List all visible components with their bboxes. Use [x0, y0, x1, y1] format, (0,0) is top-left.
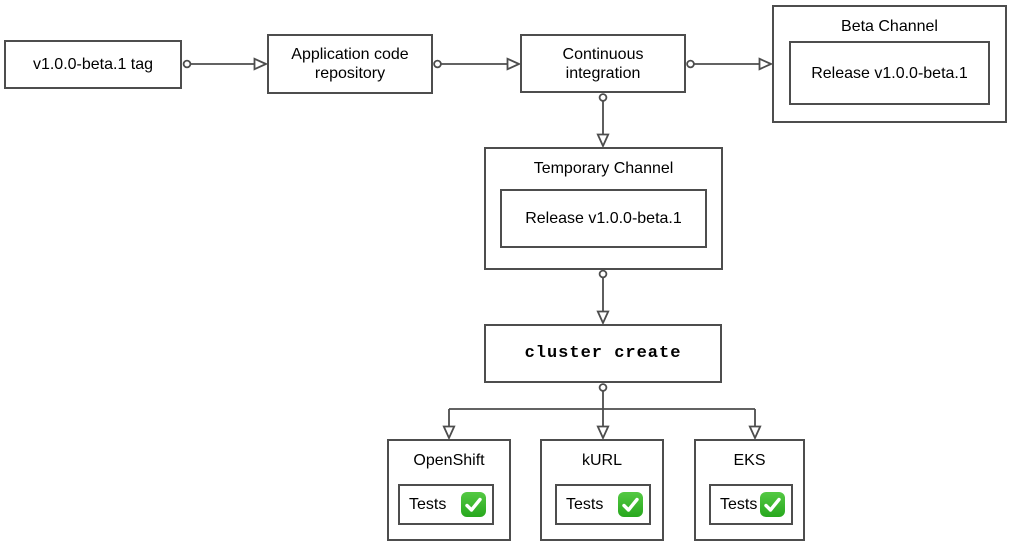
continuous-integration-label: Continuous integration [562, 45, 644, 82]
tests-label: Tests [409, 496, 447, 513]
check-passed-icon [760, 492, 785, 517]
openshift-title: OpenShift [413, 452, 485, 469]
node-app-repository: Application code repository [267, 34, 433, 94]
edge-repo-to-ci [433, 57, 522, 71]
temporary-channel-title: Temporary Channel [533, 160, 674, 177]
edge-ci-to-temp [596, 93, 610, 149]
temporary-release-label: Release v1.0.0-beta.1 [525, 210, 682, 227]
node-openshift-tests: Tests [398, 484, 494, 525]
node-beta-release: Release v1.0.0-beta.1 [789, 41, 990, 105]
node-cluster-create: cluster create [484, 324, 722, 383]
version-tag-label: v1.0.0-beta.1 tag [32, 56, 154, 73]
container-temporary-channel: Temporary Channel Release v1.0.0-beta.1 [484, 147, 723, 270]
edge-temp-to-cluster [596, 269, 610, 326]
node-eks-tests: Tests [709, 484, 793, 525]
tests-label: Tests [566, 496, 604, 513]
node-kurl-tests: Tests [555, 484, 651, 525]
node-version-tag: v1.0.0-beta.1 tag [4, 40, 182, 89]
kurl-title: kURL [581, 452, 622, 469]
container-beta-channel: Beta Channel Release v1.0.0-beta.1 [772, 5, 1007, 123]
container-eks: EKS Tests [694, 439, 805, 541]
node-temporary-release: Release v1.0.0-beta.1 [500, 189, 707, 248]
cluster-create-label: cluster create [524, 344, 682, 363]
edge-cluster-to-platforms [442, 383, 762, 441]
eks-title: EKS [733, 452, 766, 469]
check-passed-icon [461, 492, 486, 517]
app-repository-label: Application code repository [291, 46, 409, 82]
beta-release-label: Release v1.0.0-beta.1 [811, 64, 968, 82]
tests-label: Tests [720, 496, 758, 513]
check-passed-icon [618, 492, 643, 517]
edge-tag-to-repo [182, 57, 269, 71]
node-continuous-integration: Continuous integration [520, 34, 686, 93]
container-kurl: kURL Tests [540, 439, 664, 541]
container-openshift: OpenShift Tests [387, 439, 511, 541]
edge-ci-to-beta [686, 57, 774, 71]
beta-channel-title: Beta Channel [841, 18, 938, 35]
